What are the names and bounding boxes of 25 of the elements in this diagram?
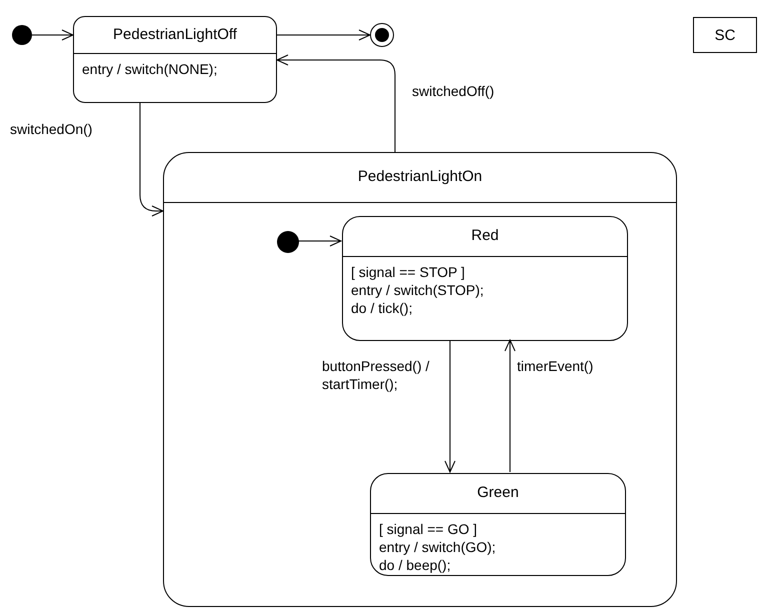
composite-state-box xyxy=(163,152,677,607)
transition-arrow xyxy=(140,102,164,216)
diagram-tag-box xyxy=(693,17,757,53)
state-name: PedestrianLightOn xyxy=(358,167,482,188)
state-box xyxy=(370,473,626,576)
final-state-symbol xyxy=(370,23,394,47)
state-name: SC xyxy=(714,26,736,46)
transition-arrow xyxy=(276,54,396,152)
state-detail: entry / switch(STOP); xyxy=(351,281,485,299)
state-detail: [ signal == STOP ] xyxy=(351,263,466,281)
state-detail: do / tick(); xyxy=(351,299,414,317)
state-name: Red xyxy=(471,226,499,246)
state-detail: entry / switch(NONE); xyxy=(82,60,218,78)
state-name: PedestrianLightOff xyxy=(113,24,237,45)
transition-arrow xyxy=(32,30,74,40)
state-detail: [ signal == GO ] xyxy=(379,520,478,538)
state-name: Green xyxy=(477,483,519,504)
transition-arrow xyxy=(298,236,342,246)
state-detail: do / beep(); xyxy=(379,556,452,574)
transition-arrow xyxy=(444,340,456,472)
transition-arrow xyxy=(276,30,370,40)
state-box xyxy=(342,216,628,341)
state-detail: entry / switch(GO); xyxy=(379,538,497,556)
transition-arrow xyxy=(504,340,516,472)
state-box xyxy=(73,16,277,103)
